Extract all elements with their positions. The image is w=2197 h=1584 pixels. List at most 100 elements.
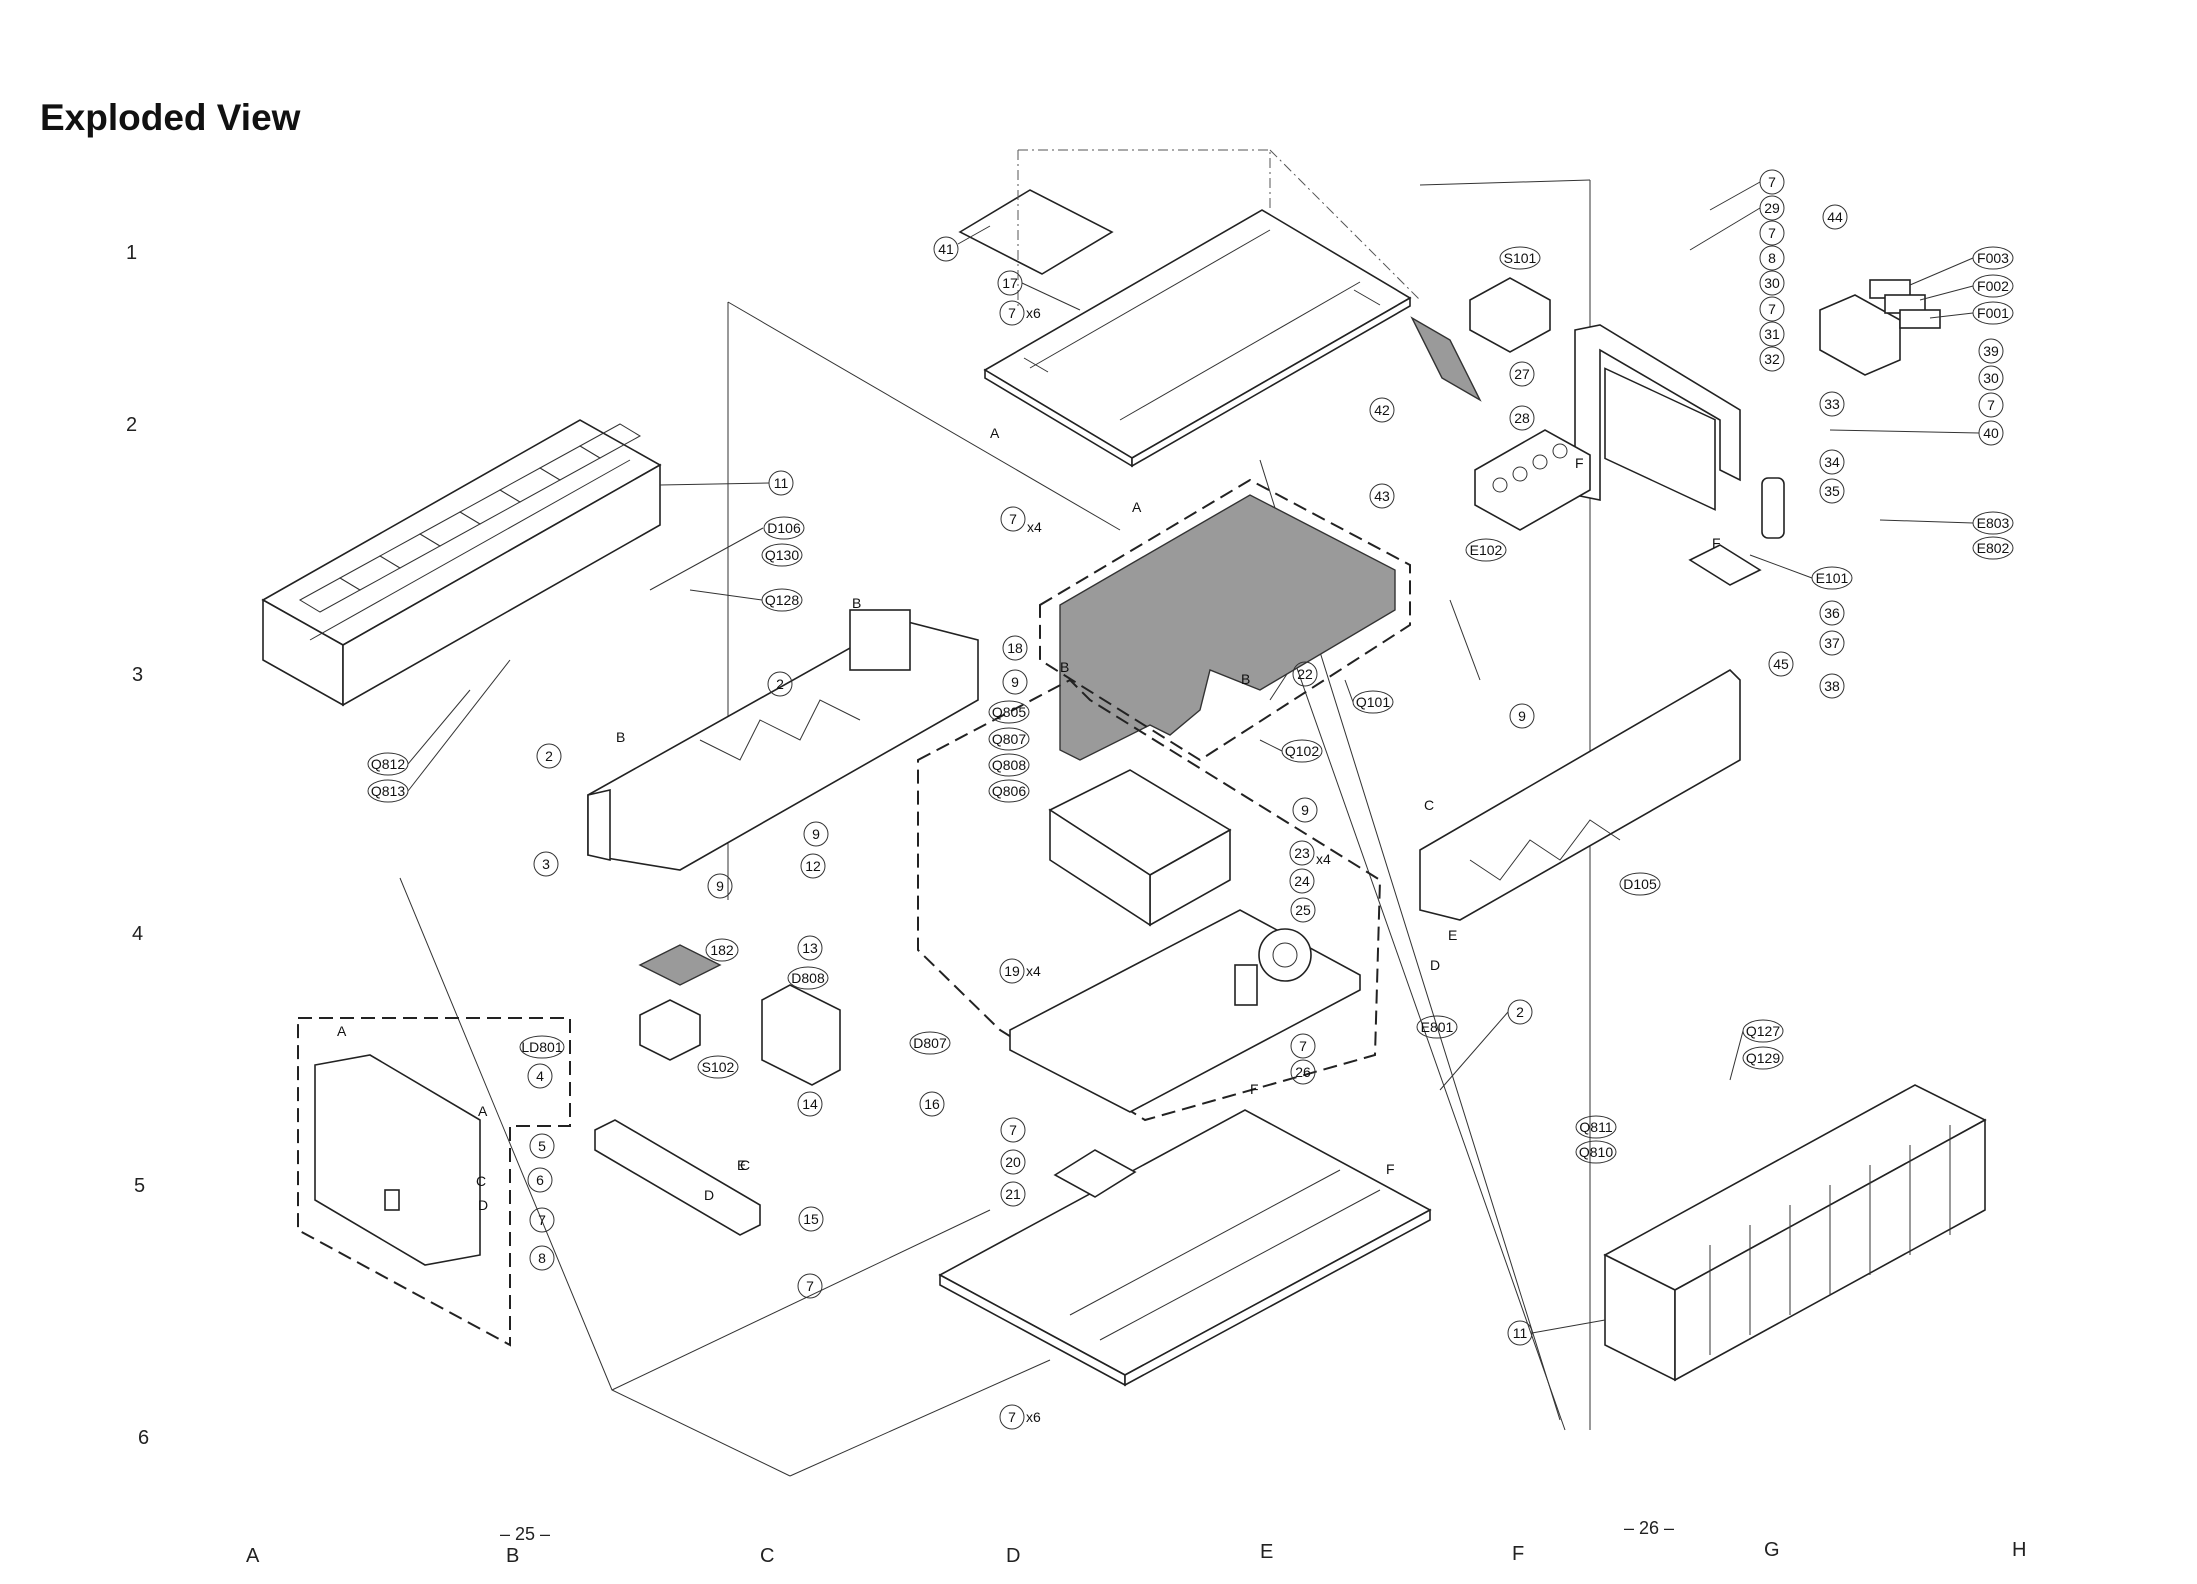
callout-19-qty: x4 [1026, 963, 1041, 979]
callout-q102: Q102 [1285, 743, 1319, 759]
callout-e802: E802 [1977, 540, 2010, 556]
callout-ld801: LD801 [521, 1039, 562, 1055]
callout-24: 24 [1294, 873, 1310, 889]
callout-7-top-qty: x6 [1026, 305, 1041, 321]
callout-17: 17 [1002, 275, 1018, 291]
ref-f-4: F [1386, 1161, 1395, 1177]
callout-7-rail: 7 [806, 1278, 814, 1294]
callout-d808: D808 [791, 970, 825, 986]
vent-panel-28 [1410, 316, 1482, 402]
callout-e801: E801 [1421, 1019, 1454, 1035]
callout-23: 23 [1294, 845, 1310, 861]
pad-41 [958, 189, 1114, 275]
heatsink-left [261, 419, 662, 707]
ref-b-2: B [1060, 659, 1069, 675]
callout-11-right: 11 [1513, 1325, 1528, 1341]
callout-38: 38 [1824, 678, 1840, 694]
top-cover-plate [983, 209, 1412, 468]
ref-f-1: F [1575, 455, 1584, 471]
page-number-right: – 26 – [1624, 1518, 1674, 1538]
callout-43: 43 [1374, 488, 1390, 504]
callout-7-r2: 7 [1768, 225, 1776, 241]
callout-q101: Q101 [1356, 694, 1390, 710]
callout-5: 5 [538, 1138, 546, 1154]
ref-d-1: D [1430, 957, 1440, 973]
callout-7-r3: 7 [1768, 301, 1776, 317]
col-label-d: D [1006, 1545, 1020, 1567]
row-label-6: 6 [138, 1427, 149, 1449]
ref-b-4: B [616, 729, 625, 745]
callout-d105: D105 [1623, 876, 1657, 892]
callout-q807: Q807 [992, 731, 1026, 747]
callout-45: 45 [1773, 656, 1789, 672]
ref-f-3: F [1250, 1081, 1259, 1097]
callout-2-c: 2 [1516, 1004, 1524, 1020]
callout-7-top: 7 [1008, 305, 1016, 321]
callout-q127: Q127 [1746, 1023, 1780, 1039]
heatsink-right [1603, 1084, 1987, 1382]
col-label-a: A [246, 1545, 260, 1567]
callout-11-left: 11 [774, 475, 789, 491]
callout-2-a: 2 [776, 676, 784, 692]
callout-32: 32 [1764, 351, 1780, 367]
callout-30-a: 30 [1764, 275, 1780, 291]
callout-6: 6 [536, 1172, 544, 1188]
ref-c-3: C [740, 1157, 750, 1173]
col-label-h: H [2012, 1539, 2026, 1561]
callout-q813: Q813 [371, 783, 405, 799]
row-label-1: 1 [126, 242, 137, 264]
callout-3: 3 [542, 856, 550, 872]
ref-d-2: D [478, 1197, 488, 1213]
callout-22: 22 [1297, 666, 1313, 682]
left-chassis-bracket [587, 609, 979, 871]
callout-23-qty: x4 [1316, 851, 1331, 867]
callout-13: 13 [802, 940, 818, 956]
col-label-f: F [1512, 1543, 1524, 1565]
callout-21: 21 [1005, 1186, 1021, 1202]
callout-q130: Q130 [765, 547, 799, 563]
callout-4: 4 [536, 1068, 544, 1084]
main-pcb-18 [1039, 478, 1411, 762]
callout-f003: F003 [1977, 250, 2009, 266]
callout-7-bottom: 7 [1009, 1122, 1017, 1138]
callout-7-mid-qty: x4 [1027, 519, 1042, 535]
rear-panel-bracket [1574, 324, 1741, 511]
ref-d-3: D [704, 1187, 714, 1203]
callout-18: 18 [1007, 640, 1023, 656]
callout-39: 39 [1983, 343, 1999, 359]
callout-9-a: 9 [812, 826, 820, 842]
block-36 [1688, 544, 1762, 586]
row-label-4: 4 [132, 923, 143, 945]
col-label-c: C [760, 1545, 774, 1567]
callout-34: 34 [1824, 454, 1840, 470]
callout-20: 20 [1005, 1154, 1021, 1170]
callout-d106: D106 [767, 520, 801, 536]
callout-9-d: 9 [1518, 708, 1526, 724]
fuse-holder-block [1819, 279, 1941, 376]
callout-28: 28 [1514, 410, 1530, 426]
right-chassis-bracket [1419, 668, 1741, 921]
grid-row-labels: 1 2 3 4 5 6 [126, 242, 149, 1449]
callout-25: 25 [1295, 902, 1311, 918]
callout-7-r4: 7 [1987, 397, 1995, 413]
callout-f002: F002 [1977, 278, 2009, 294]
bottom-chassis-plate [938, 1109, 1432, 1387]
row-label-5: 5 [134, 1175, 145, 1197]
callout-q811: Q811 [1579, 1119, 1612, 1135]
ref-a-1: A [990, 425, 1000, 441]
callout-41: 41 [938, 241, 954, 257]
ref-b-1: B [852, 595, 861, 611]
callout-q812: Q812 [371, 756, 405, 772]
terminal-strip-e102 [1474, 429, 1591, 531]
callout-12: 12 [805, 858, 821, 874]
callout-q808: Q808 [992, 757, 1026, 773]
front-panel [297, 1017, 571, 1347]
callout-27: 27 [1514, 366, 1530, 382]
switch-s101 [1469, 277, 1551, 353]
row-label-2: 2 [126, 414, 137, 436]
callout-q129: Q129 [1746, 1050, 1780, 1066]
page-title: Exploded View [40, 97, 301, 138]
callout-8-left: 8 [538, 1250, 546, 1266]
callout-44: 44 [1827, 209, 1843, 225]
callout-31: 31 [1764, 326, 1780, 342]
